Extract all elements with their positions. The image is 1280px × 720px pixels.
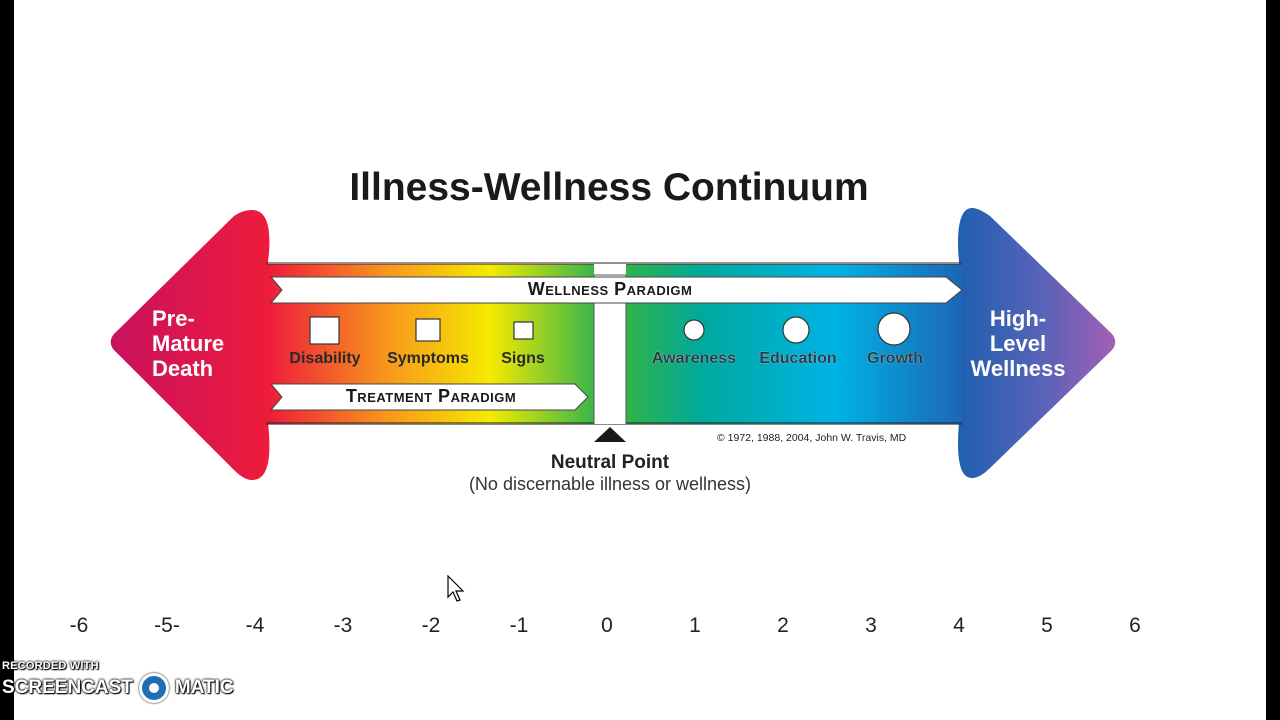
scale-tick: 0 — [601, 614, 613, 637]
left-end-line-3: Death — [152, 356, 214, 381]
disability-square-icon — [309, 316, 340, 345]
neutral-point-triangle-icon — [594, 427, 626, 442]
watermark-recorded-with: RECORDED WITH — [2, 660, 99, 672]
education-circle-icon — [782, 316, 810, 344]
right-end-line-1: High- — [989, 306, 1047, 331]
scale-tick: 4 — [953, 614, 965, 637]
right-end-label: High- Level Wellness — [958, 306, 1078, 381]
watermark-row: SCREENCAST MATIC — [2, 673, 234, 703]
scale-tick: -4 — [245, 614, 265, 637]
cursor-arrow-icon — [447, 574, 467, 608]
scale-tick: 3 — [865, 614, 877, 637]
wellness-paradigm-label: Wellness Paradigm — [527, 279, 693, 299]
left-end-label: Pre- Mature Death — [152, 306, 224, 381]
left-arrow-head — [110, 210, 270, 480]
scale-tick: -2 — [421, 614, 441, 637]
symptoms-label: Symptoms — [387, 350, 469, 367]
slide-canvas: Illness-Wellness Continuum Pre- Mature D… — [14, 0, 1266, 720]
left-end-line-2: Mature — [152, 331, 225, 356]
neutral-point-label: Neutral Point — [550, 452, 670, 473]
disability-label: Disability — [289, 350, 361, 367]
neutral-point-caption: Neutral Point (No discernable illness or… — [410, 452, 810, 495]
screencast-logo-icon — [138, 673, 169, 703]
neutral-point-description: (No discernable illness or wellness) — [468, 474, 752, 494]
left-end-line-1: Pre- — [152, 306, 195, 331]
education-label: Education — [759, 350, 837, 367]
right-end-line-3: Wellness — [970, 356, 1066, 381]
treatment-paradigm-banner — [269, 383, 589, 411]
treatment-paradigm-label: Treatment Paradigm — [345, 386, 517, 406]
scale-tick: 6 — [1129, 614, 1141, 637]
watermark-matic-text: MATIC — [174, 677, 234, 698]
awareness-label: Awareness — [651, 350, 737, 367]
symptoms-square-icon — [415, 318, 441, 342]
copyright-notice: © 1972, 1988, 2004, John W. Travis, MD — [717, 432, 907, 444]
growth-circle-icon — [877, 312, 911, 346]
scale-tick: -3 — [333, 614, 353, 637]
screencast-watermark: RECORDED WITH SCREENCAST MATIC — [2, 660, 234, 703]
right-arrow-head — [958, 208, 1116, 478]
signs-square-icon — [513, 321, 534, 340]
watermark-screencast-text: SCREENCAST — [2, 677, 133, 698]
body-top-edge — [266, 262, 962, 265]
scale-tick: 2 — [777, 614, 789, 637]
awareness-circle-icon — [683, 319, 705, 341]
scale-tick: 1 — [689, 614, 701, 637]
signs-label: Signs — [501, 350, 545, 367]
growth-label: Growth — [867, 350, 923, 367]
scale-tick: 5 — [1041, 614, 1053, 637]
scale-tick: -1 — [509, 614, 529, 637]
wellness-paradigm-banner — [269, 276, 963, 304]
diagram-title: Illness-Wellness Continuum — [349, 166, 869, 209]
scale-tick: -6 — [69, 614, 89, 637]
continuum-diagram — [110, 208, 1116, 480]
scale-tick: -5- — [154, 614, 180, 637]
right-end-line-2: Level — [989, 331, 1047, 356]
